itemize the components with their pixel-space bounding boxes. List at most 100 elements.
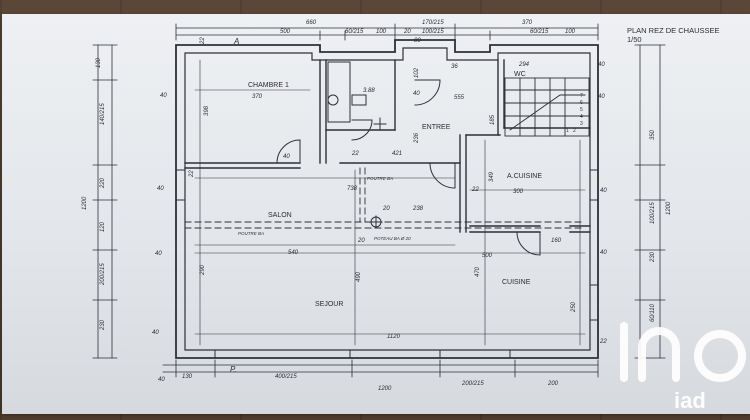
dim: 60/215 — [345, 29, 364, 35]
bottom-dimension-labels: 130 400/215 1200 200/215 200 — [182, 374, 559, 392]
plan-title: PLAN REZ DE CHAUSSEE — [627, 26, 720, 35]
stair-step: 3 — [580, 121, 583, 127]
dim: 40 — [160, 93, 167, 99]
stair-step: 2 — [573, 128, 576, 134]
room-label-wc: WC — [514, 71, 526, 78]
dim: 500 — [482, 253, 493, 259]
dim: 185 — [490, 114, 496, 125]
dim: 290 — [200, 264, 206, 276]
room-label-salon: SALON — [268, 212, 292, 219]
dim: 1120 — [387, 334, 401, 340]
dim: 370 — [252, 94, 263, 100]
dim: 200/215 — [461, 381, 484, 387]
window-openings — [175, 169, 599, 359]
dim: 200 — [547, 381, 559, 387]
interior-walls — [184, 59, 591, 233]
dim: 294 — [518, 62, 530, 68]
dim: 130 — [96, 57, 102, 68]
dim: 3.88 — [363, 88, 375, 94]
dim: 40 — [600, 188, 607, 194]
top-dimension-labels: 660 500 60/215 100 170/215 370 60/215 10… — [280, 20, 576, 44]
dim: 22 — [351, 151, 359, 157]
dim: 1200 — [82, 196, 88, 210]
note-poutre-mid: POUTRE BA — [238, 231, 264, 236]
dim: 490 — [356, 271, 362, 282]
dim: 40 — [158, 377, 165, 383]
dim: 349 — [489, 171, 495, 182]
stair-step: 5 — [580, 107, 583, 113]
dim: 370 — [522, 20, 533, 26]
dim: 22 — [599, 339, 607, 345]
stair-step: 4 — [580, 114, 583, 120]
dim: 140/215 — [100, 103, 106, 125]
dim: 36 — [451, 64, 458, 70]
dim: 102 — [414, 67, 420, 78]
bathroom-fixtures — [327, 61, 387, 131]
room-label-cuisine: CUISINE — [502, 279, 531, 286]
interior-dimension-lines — [194, 59, 586, 346]
dim: 220 — [100, 177, 106, 189]
note-porte-mark: P. — [230, 365, 237, 374]
watermark-sub: iad — [674, 388, 706, 412]
dim: 22 — [189, 170, 195, 178]
exterior-walls — [175, 39, 599, 359]
dim: 40 — [155, 251, 162, 257]
dim: 20 — [357, 238, 365, 244]
interior-dimension-labels: 22 370 398 102 40 555 36 294 3.88 236 42… — [189, 37, 607, 345]
dim: 230 — [650, 251, 656, 263]
dim: 40 — [598, 94, 605, 100]
dim: 236 — [414, 132, 420, 144]
dim: 20 — [382, 206, 390, 212]
note-poteau: POTEAU BA Ø 20 — [374, 236, 411, 241]
dim: 250 — [571, 301, 577, 313]
stair-step: 1 — [566, 128, 569, 134]
dim: 40 — [283, 154, 290, 160]
dim: 100/215 — [650, 202, 656, 224]
stair-step: 7 — [580, 93, 583, 99]
dim: 40 — [413, 91, 420, 97]
stair-step: 6 — [580, 100, 583, 106]
exterior-dimension-lines — [92, 23, 666, 378]
plan-scale: 1/50 — [627, 35, 642, 44]
dim: 80 — [414, 38, 421, 44]
iad-watermark-logo: iad — [620, 322, 746, 412]
dim: 40 — [600, 250, 607, 256]
dim: 470 — [475, 266, 481, 277]
dim: 40 — [152, 330, 159, 336]
dim: 738 — [347, 186, 358, 192]
dim: 20 — [403, 29, 411, 35]
beam-lines — [184, 167, 586, 229]
dim: 230 — [100, 319, 106, 331]
dim: 100 — [565, 29, 576, 35]
room-label-entree: ENTREE — [422, 124, 451, 131]
dim: 130 — [182, 374, 193, 380]
dim: 60/215 — [530, 29, 549, 35]
dim: 400/215 — [275, 374, 297, 380]
dim: 200/215 — [100, 263, 106, 286]
dim: 40 — [157, 186, 164, 192]
dim: 540 — [288, 250, 299, 256]
stair-step-numbers: 7 6 5 4 3 2 1 — [566, 93, 583, 134]
dim: 100/215 — [422, 29, 444, 35]
dim: 60/110 — [650, 303, 656, 322]
dim: 40 — [598, 62, 605, 68]
dim: 22 — [471, 187, 479, 193]
room-label-arriere-cuisine: A.CUISINE — [507, 173, 542, 180]
dim: 120 — [100, 221, 106, 232]
dim: 300 — [513, 189, 524, 195]
dim: 500 — [280, 29, 291, 35]
staircase — [504, 77, 590, 137]
dim: 22 — [200, 37, 206, 45]
dim: 100 — [376, 29, 387, 35]
column-symbol — [369, 215, 383, 229]
dim: 421 — [392, 151, 402, 157]
door-swings — [276, 79, 541, 256]
left-dimension-labels: 130 1200 140/215 220 120 200/215 230 40 … — [82, 57, 167, 383]
dim: 398 — [204, 105, 210, 116]
dim: 1200 — [666, 201, 672, 215]
dim: 238 — [412, 206, 424, 212]
room-label-chambre: CHAMBRE 1 — [248, 82, 289, 89]
right-dimension-labels: 40 40 40 40 350 100/215 1200 230 60/110 … — [571, 62, 672, 322]
